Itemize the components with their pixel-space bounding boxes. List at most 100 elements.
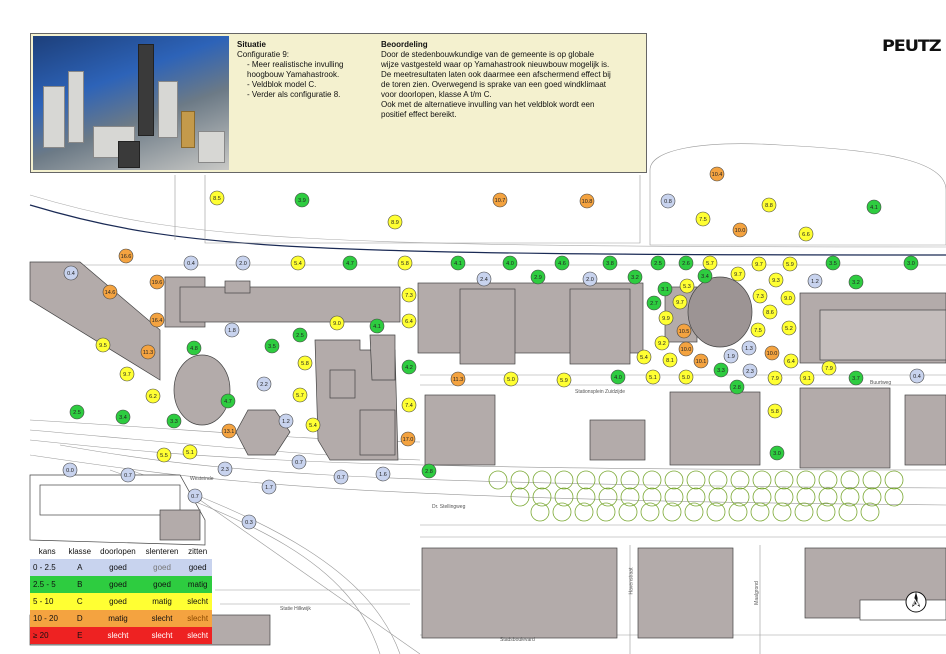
- measurement-marker-icon: [221, 423, 237, 439]
- tree-icon: [642, 470, 662, 490]
- tree-row: [488, 470, 904, 522]
- legend-doorlopen: goed: [109, 563, 127, 572]
- measurement-point: 9.2: [654, 335, 670, 351]
- measurement-marker-icon: [903, 255, 919, 271]
- measurement-value: 5.5: [160, 453, 168, 459]
- measurement-value: 8.1: [666, 358, 674, 364]
- measurement-marker-icon: [120, 467, 136, 483]
- measurement-value: 11.3: [453, 377, 463, 383]
- measurement-marker-icon: [762, 304, 778, 320]
- measurement-marker-icon: [63, 265, 79, 281]
- measurement-marker-icon: [290, 255, 306, 271]
- measurement-point: 5.3: [679, 278, 695, 294]
- measurement-point: 3.1: [657, 281, 673, 297]
- measurement-point: 10.0: [678, 341, 694, 357]
- measurement-point: 9.7: [730, 266, 746, 282]
- measurement-value: 4.0: [506, 261, 514, 267]
- legend-slenteren: slecht: [151, 631, 173, 640]
- measurement-value: 4.6: [558, 261, 566, 267]
- measurement-value: 9.7: [123, 372, 131, 378]
- measurement-marker-icon: [678, 341, 694, 357]
- tree-icon: [598, 470, 618, 490]
- tree-icon: [706, 502, 726, 522]
- tree-icon: [532, 487, 552, 507]
- measurement-value: 1.7: [265, 485, 273, 491]
- situatie-item: Veldblok model C.: [247, 80, 375, 90]
- measurement-marker-icon: [182, 444, 198, 460]
- beoordeling-block: Beoordeling Door de stedenbouwkundige va…: [381, 40, 643, 120]
- measurement-marker-icon: [149, 312, 165, 328]
- legend-slenteren: goed: [153, 563, 171, 572]
- measurement-marker-icon: [264, 338, 280, 354]
- measurement-value: 9.9: [662, 316, 670, 322]
- tree-icon: [730, 487, 750, 507]
- tree-icon: [772, 502, 792, 522]
- measurement-point: 3.2: [848, 274, 864, 290]
- legend-doorlopen: matig: [108, 614, 128, 623]
- tree-icon: [796, 487, 816, 507]
- measurement-value: 3.7: [852, 376, 860, 382]
- measurement-point: 2.0: [582, 271, 598, 287]
- legend-header: zitten: [183, 546, 212, 559]
- legend-zitten: slecht: [187, 597, 209, 606]
- measurement-value: 11.3: [143, 350, 153, 356]
- measurement-marker-icon: [102, 284, 118, 300]
- tree-icon: [774, 487, 794, 507]
- tree-icon: [662, 502, 682, 522]
- tree-icon: [620, 487, 640, 507]
- measurement-point: 3.2: [627, 269, 643, 285]
- measurement-value: 5.4: [294, 261, 302, 267]
- measurement-value: 1.9: [727, 354, 735, 360]
- measurement-point: 4.2: [401, 359, 417, 375]
- tree-icon: [816, 502, 836, 522]
- legend-class: B: [77, 580, 83, 589]
- measurement-marker-icon: [678, 255, 694, 271]
- legend-doorlopen: goed: [109, 580, 127, 589]
- wind-tunnel-model-photo: [33, 36, 229, 170]
- measurement-value: 6.4: [787, 359, 795, 365]
- measurement-point: 9.7: [119, 366, 135, 382]
- measurement-point: 14.6: [102, 284, 118, 300]
- measurement-marker-icon: [761, 197, 777, 213]
- measurement-marker-icon: [503, 371, 519, 387]
- legend-slenteren: slecht: [151, 614, 173, 623]
- measurement-marker-icon: [672, 294, 688, 310]
- tree-icon: [532, 470, 552, 490]
- measurement-point: 4.0: [610, 369, 626, 385]
- measurement-marker-icon: [713, 362, 729, 378]
- measurement-marker-icon: [291, 454, 307, 470]
- measurement-value: 3.9: [298, 198, 306, 204]
- measurement-marker-icon: [492, 192, 508, 208]
- measurement-value: 13.1: [224, 429, 235, 435]
- legend: kans klasse doorlopen slenteren zitten 0…: [30, 546, 212, 644]
- measurement-marker-icon: [636, 349, 652, 365]
- measurement-marker-icon: [421, 463, 437, 479]
- measurement-marker-icon: [660, 193, 676, 209]
- measurement-value: 10.7: [495, 198, 506, 204]
- measurement-value: 5.3: [683, 284, 691, 290]
- tree-icon: [686, 470, 706, 490]
- tree-icon: [574, 502, 594, 522]
- legend-header: kans: [30, 546, 65, 559]
- street-label: Statie Hilkwijk: [280, 606, 311, 612]
- measurement-point: 9.3: [768, 272, 784, 288]
- measurement-point: 4.8: [186, 340, 202, 356]
- measurement-point: 4.1: [866, 199, 882, 215]
- info-header: Situatie Configuratie 9: Meer realistisc…: [30, 33, 647, 173]
- measurement-value: 2.9: [534, 275, 542, 281]
- measurement-point: 0.4: [909, 368, 925, 384]
- measurement-point: 2.4: [476, 271, 492, 287]
- measurement-value: 16.4: [152, 318, 163, 324]
- measurement-value: 1.6: [379, 472, 387, 478]
- measurement-point: 3.4: [697, 268, 713, 284]
- measurement-marker-icon: [118, 248, 134, 264]
- beoordeling-line: wijze vastgesteld waar op Yamahastrook n…: [381, 60, 610, 69]
- beoordeling-line: de toren zien. Overwegend is sprake van …: [381, 80, 607, 89]
- measurement-point: 10.0: [732, 222, 748, 238]
- measurement-point: 9.1: [799, 370, 815, 386]
- measurement-marker-icon: [530, 269, 546, 285]
- measurement-point: 6.4: [401, 313, 417, 329]
- tree-icon: [818, 470, 838, 490]
